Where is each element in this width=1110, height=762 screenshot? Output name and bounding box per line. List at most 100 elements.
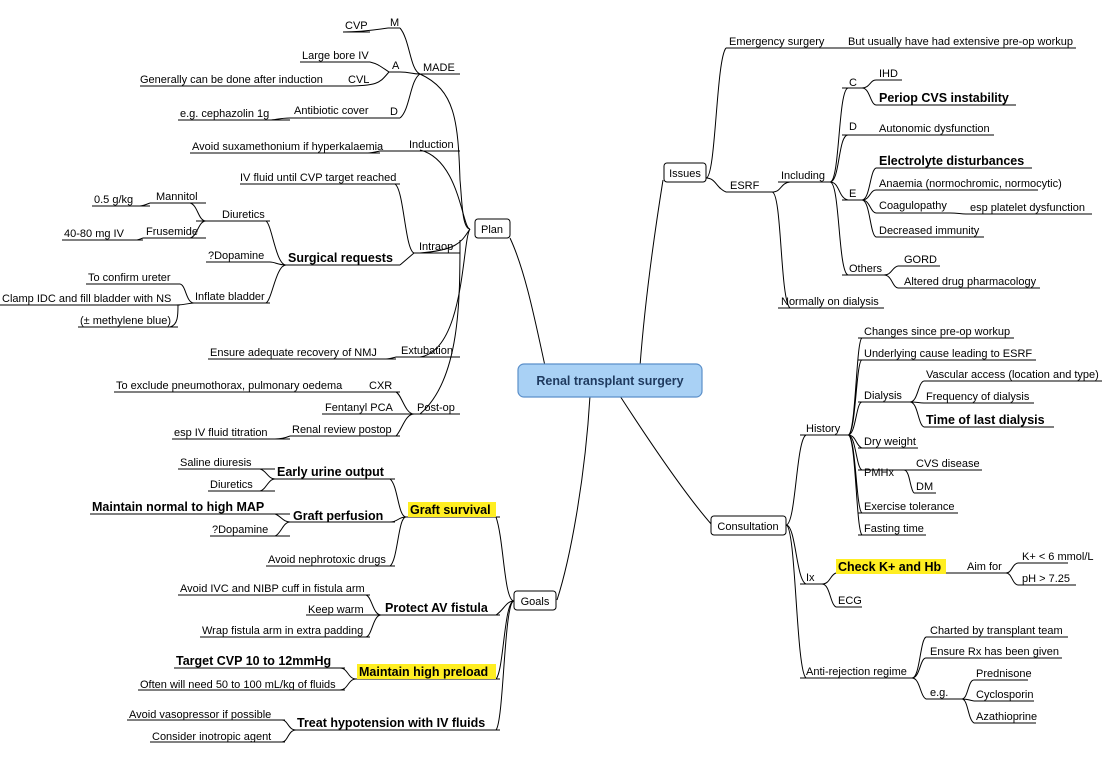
wrap-fistula-text: Wrap fistula arm in extra padding <box>202 625 363 637</box>
renal-review-text: Renal review postop <box>292 424 392 436</box>
exercise-text: Exercise tolerance <box>864 501 955 513</box>
antibiotic-text: Antibiotic cover <box>294 105 369 117</box>
iv-fluid-text: IV fluid until CVP target reached <box>240 172 396 184</box>
ihd-text: IHD <box>879 68 898 80</box>
link-m-cvp <box>342 27 400 33</box>
consultation-node-box <box>710 515 787 536</box>
frusemide-text: Frusemide <box>146 226 198 238</box>
connectors <box>0 27 1102 743</box>
postop-label: Post-op <box>417 402 455 414</box>
made-a-letter: A <box>392 60 400 72</box>
cvl-text: CVL <box>348 74 369 86</box>
cause-text: Underlying cause leading to ESRF <box>864 348 1032 360</box>
link-mannitol-dose <box>92 202 151 207</box>
mannitol-dose-text: 0.5 g/kg <box>94 194 133 206</box>
history-label: History <box>806 423 841 435</box>
hypotension-text: Treat hypotension with IV fluids <box>297 716 485 730</box>
cvp-text: CVP <box>345 20 368 32</box>
plan-node-box <box>474 218 511 239</box>
ix-label: Ix <box>806 572 815 584</box>
c-letter: C <box>849 77 857 89</box>
mannitol-text: Mannitol <box>156 191 198 203</box>
pmhx-label: PMHx <box>864 467 894 479</box>
prednisone-text: Prednisone <box>976 668 1032 680</box>
check-k-highlight <box>836 559 946 574</box>
goals-node-box <box>513 590 557 611</box>
given-text: Ensure Rx has been given <box>930 646 1059 658</box>
link-check <box>956 562 1076 586</box>
link-issues <box>705 47 830 193</box>
diuretics-goals-text: Diuretics <box>210 479 253 491</box>
cephazolin-text: e.g. cephazolin 1g <box>180 108 269 120</box>
titration-text: esp IV fluid titration <box>174 427 268 439</box>
link-diuretics <box>143 202 207 239</box>
avoid-ivc-text: Avoid IVC and NIBP cuff in fistula arm <box>180 583 365 595</box>
clamp-idc-text: Clamp IDC and fill bladder with NS <box>2 293 171 305</box>
electrolyte-text: Electrolyte disturbances <box>879 154 1024 168</box>
plan-node: Plan <box>481 224 503 236</box>
issues-node: Issues <box>669 168 701 180</box>
diuretics-intraop-text: Diuretics <box>222 209 265 221</box>
issues-node-box <box>663 162 707 183</box>
gord-text: GORD <box>904 254 937 266</box>
link-platelet <box>949 212 1092 215</box>
large-bore-iv: Large bore IV <box>302 50 369 62</box>
link-d <box>178 117 400 121</box>
intraop-label: Intraop <box>419 241 453 253</box>
pharmacology-text: Altered drug pharmacology <box>904 276 1037 288</box>
fentanyl-text: Fentanyl PCA <box>325 402 394 414</box>
fasting-text: Fasting time <box>864 523 924 535</box>
surgical-requests-text: Surgical requests <box>288 251 393 265</box>
including-text: Including <box>781 170 825 182</box>
early-urine-text: Early urine output <box>277 465 385 479</box>
made-d-letter: D <box>390 106 398 118</box>
link-renal-titration <box>172 435 291 440</box>
center-node: Renal transplant surgery <box>536 374 683 388</box>
frusemide-dose-text: 40-80 mg IV <box>64 228 125 240</box>
k-target-text: K+ < 6 mmol/L <box>1022 551 1094 563</box>
link-preload <box>138 667 357 691</box>
fluids-text: Often will need 50 to 100 mL/kg of fluid… <box>140 679 336 691</box>
link-plan-extubation <box>396 228 471 358</box>
link-bladder <box>0 283 195 328</box>
cxr-text: CXR <box>369 380 392 392</box>
coagulopathy-text: Coagulopathy <box>879 200 947 212</box>
link-center-plan <box>509 237 546 367</box>
link-surgical-children <box>194 220 287 304</box>
saline-diuresis-text: Saline diuresis <box>180 457 252 469</box>
link-intraop-iv <box>240 183 415 254</box>
link-esrf <box>771 181 884 309</box>
ph-target-text: pH > 7.25 <box>1022 573 1070 585</box>
normally-dialysis-text: Normally on dialysis <box>781 296 879 308</box>
link-postop-children <box>290 391 415 437</box>
link-others <box>883 265 1040 289</box>
graft-perfusion-text: Graft perfusion <box>293 509 383 523</box>
link-pmhx-children <box>903 469 982 494</box>
dialysis-label: Dialysis <box>864 390 902 402</box>
methylene-text: (± methylene blue) <box>80 315 171 327</box>
d-letter: D <box>849 121 857 133</box>
link-e <box>861 167 1038 238</box>
avoid-sux-text: Avoid suxamethonium if hyperkalaemia <box>192 141 384 153</box>
cyclosporin-text: Cyclosporin <box>976 689 1033 701</box>
center-node-box <box>517 363 703 398</box>
link-hypotension <box>127 719 297 743</box>
frequency-text: Frequency of dialysis <box>926 391 1030 403</box>
anti-rejection-label: Anti-rejection regime <box>806 666 907 678</box>
eg-label: e.g. <box>930 687 948 699</box>
link-eg <box>961 679 1036 724</box>
link-induction-avoid <box>190 150 381 154</box>
emergency-note-text: But usually have had extensive pre-op wo… <box>848 36 1073 48</box>
others-text: Others <box>849 263 883 275</box>
aim-for-text: Aim for <box>967 561 1002 573</box>
protect-fistula-text: Protect AV fistula <box>385 601 489 615</box>
link-perfusion <box>90 513 291 537</box>
link-dialysis-children <box>909 380 1102 428</box>
cxr-note-text: To exclude pneumothorax, pulmonary oedem… <box>116 380 343 392</box>
vascular-text: Vascular access (location and type) <box>926 369 1099 381</box>
link-intraop-surgical <box>286 252 415 266</box>
extubation-label: Extubation <box>401 345 453 357</box>
platelet-text: esp platelet dysfunction <box>970 202 1085 214</box>
link-c <box>861 79 1016 106</box>
